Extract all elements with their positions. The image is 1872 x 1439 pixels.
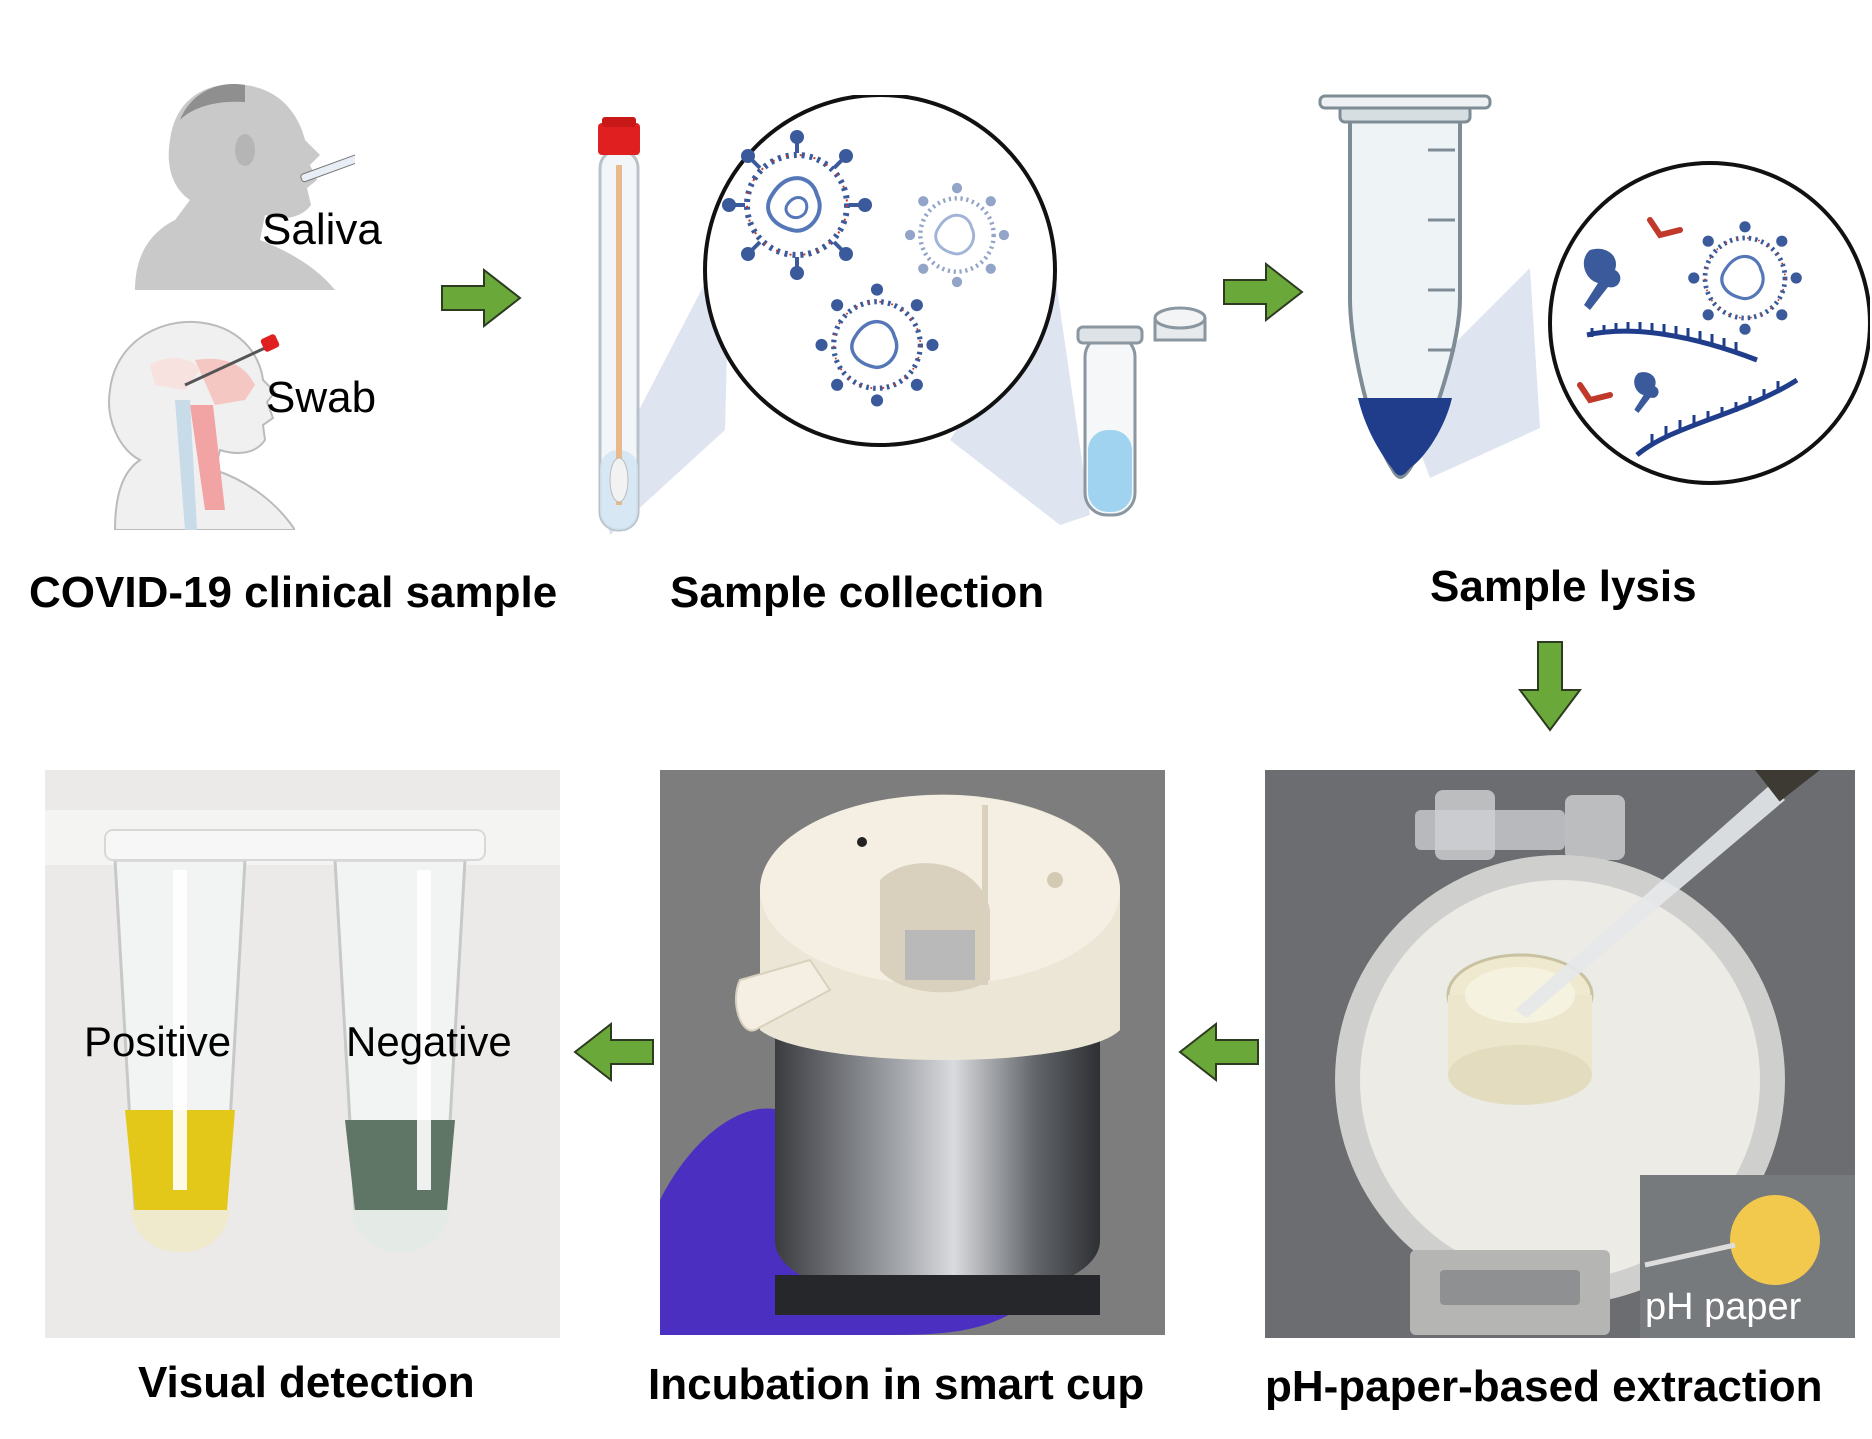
virus-icon <box>815 283 939 407</box>
positive-label: Positive <box>84 1018 232 1065</box>
arrow-right-icon <box>441 268 522 328</box>
negative-label: Negative <box>346 1018 512 1065</box>
sample-lysis-title: Sample lysis <box>1430 562 1697 611</box>
ph-paper-label: pH paper <box>1645 1286 1802 1328</box>
extraction-title: pH-paper-based extraction <box>1265 1362 1823 1411</box>
smart-cup-photo <box>660 770 1165 1335</box>
lysate-magnified-circle <box>1548 161 1870 485</box>
protein-icon <box>1634 372 1659 413</box>
incubation-title: Incubation in smart cup <box>648 1360 1145 1409</box>
arrow-left-icon <box>1178 1022 1259 1082</box>
visual-detection-title: Visual detection <box>138 1358 475 1407</box>
virus-icon <box>904 182 1010 288</box>
enzyme-icon <box>1647 217 1683 239</box>
rna-strand-icon <box>1586 322 1758 363</box>
protein-icon <box>1583 248 1621 310</box>
visual-detection-photo <box>45 770 560 1338</box>
rna-strand-icon <box>1635 377 1799 457</box>
nasal-swab-icon <box>184 334 280 387</box>
arrow-left-icon <box>573 1022 654 1082</box>
arrow-right-icon <box>1223 262 1304 322</box>
virus-icon <box>1688 221 1802 335</box>
virus-icon <box>722 130 872 280</box>
lysis-tube <box>1348 116 1462 479</box>
swab-label: Swab <box>266 373 377 422</box>
swab-person-illustration <box>108 320 295 530</box>
clinical-sample-title: COVID-19 clinical sample <box>29 568 558 617</box>
arrow-down-icon <box>1518 641 1582 732</box>
sample-lysis-illustration <box>1318 94 1870 485</box>
ph-paper-disc <box>1730 1195 1820 1285</box>
sample-collection-title: Sample collection <box>670 568 1045 617</box>
ph-extraction-photo <box>1265 770 1855 1338</box>
saliva-label: Saliva <box>262 205 382 254</box>
saliva-person-illustration <box>135 84 355 290</box>
enzyme-icon <box>1577 382 1613 404</box>
